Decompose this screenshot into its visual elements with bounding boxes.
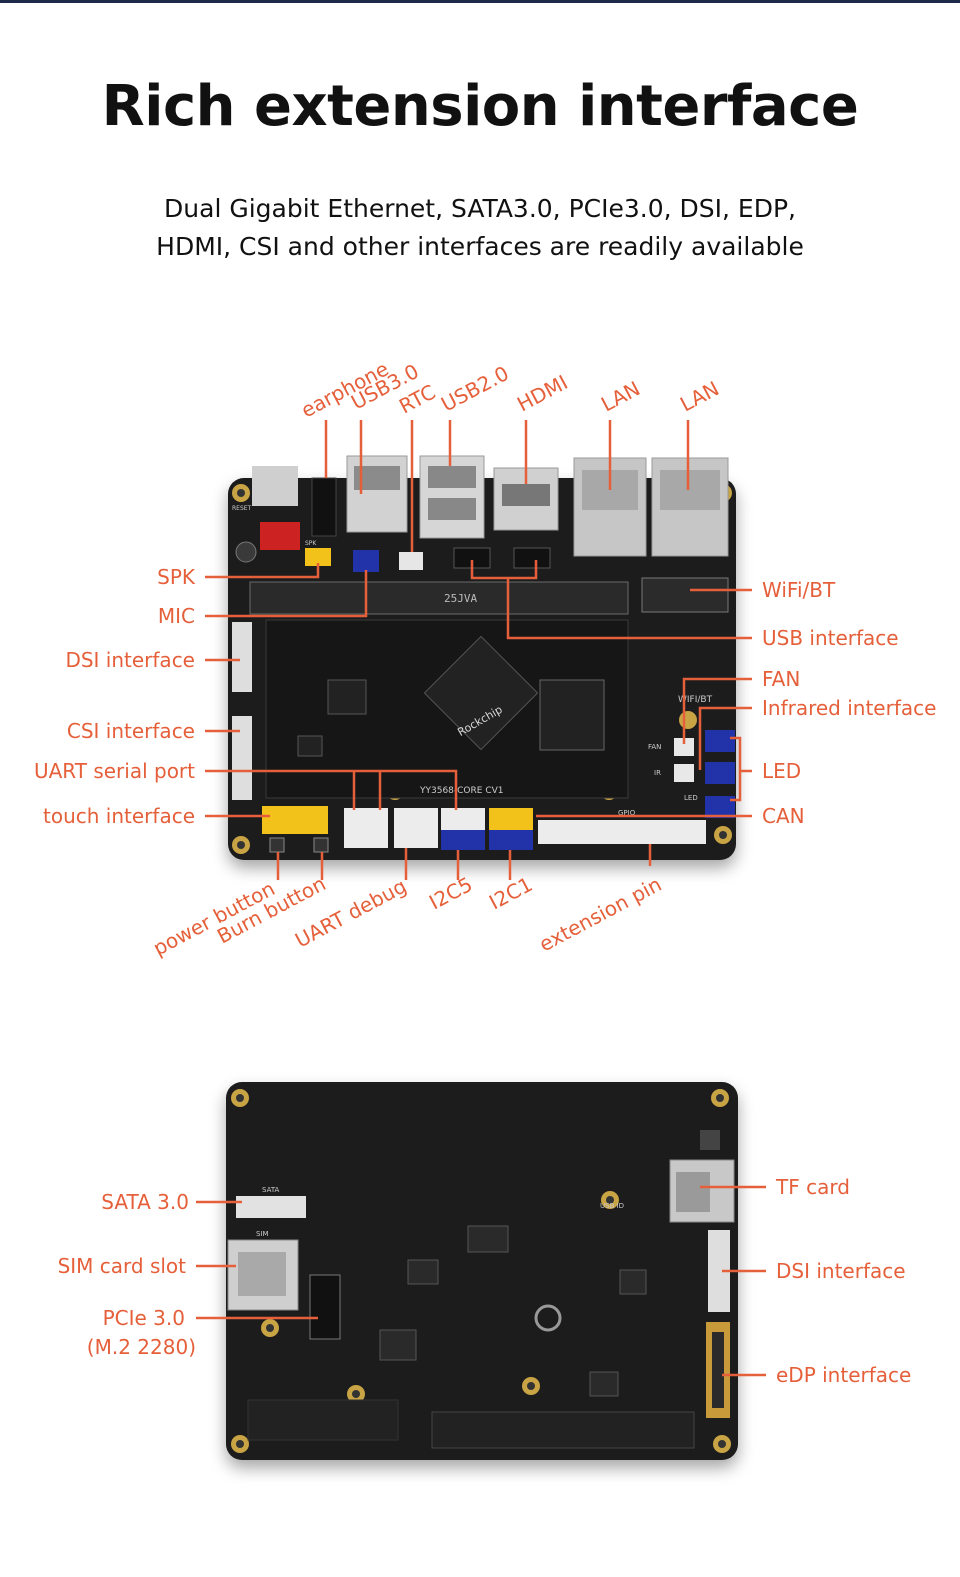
back-pcb <box>226 1082 738 1460</box>
svg-text:WIFI/BT: WIFI/BT <box>678 695 713 705</box>
svg-text:SIM: SIM <box>256 1230 269 1238</box>
label-fan: FAN <box>762 667 800 691</box>
svg-text:FAN: FAN <box>648 743 661 751</box>
svg-text:SPK: SPK <box>305 540 317 547</box>
label-infrared: Infrared interface <box>762 696 936 720</box>
subtitle-line-1: Dual Gigabit Ethernet, SATA3.0, PCIe3.0,… <box>164 194 796 223</box>
dsi-fpc <box>232 622 252 692</box>
core-model: YY3568-CORE CV1 <box>419 786 503 796</box>
ir-connector <box>674 764 694 782</box>
subtitle-line-2: HDMI, CSI and other interfaces are readi… <box>156 232 804 261</box>
page-title: Rich extension interface <box>101 74 859 139</box>
core-board-slot <box>249 581 629 615</box>
memory-chip <box>539 679 605 751</box>
touch-connector <box>262 806 328 834</box>
svg-text:SATA: SATA <box>262 1186 280 1194</box>
label-pcie-line2: (M.2 2280) <box>87 1335 196 1359</box>
wifi-m2-slot <box>641 577 729 613</box>
label-back-dsi: DSI interface <box>776 1259 906 1283</box>
label-touch: touch interface <box>43 804 195 828</box>
svg-text:GPIO: GPIO <box>618 809 636 817</box>
svg-text:LED: LED <box>684 794 698 802</box>
csi-fpc <box>232 716 252 800</box>
spk-connector <box>305 548 331 566</box>
svg-text:USB ID: USB ID <box>600 1202 624 1210</box>
svg-text:RESET: RESET <box>232 505 252 512</box>
label-dsi: DSI interface <box>65 648 195 672</box>
mic-connector <box>353 550 379 572</box>
i2c5-connector <box>441 830 485 850</box>
front-leader-lines <box>205 420 752 880</box>
label-wifi-bt: WiFi/BT <box>762 578 836 602</box>
page-subtitle: Dual Gigabit Ethernet, SATA3.0, PCIe3.0,… <box>0 190 960 266</box>
gpio-header <box>538 820 706 844</box>
slot-marking: 25JVA <box>444 592 477 605</box>
label-usb20: USB2.0 <box>437 361 513 416</box>
label-sata: SATA 3.0 <box>101 1190 189 1214</box>
back-leader-lines <box>196 1185 766 1377</box>
top-accent-bar <box>0 0 960 3</box>
sata-connector <box>236 1196 306 1218</box>
label-can: CAN <box>762 804 805 828</box>
label-spk: SPK <box>157 565 196 589</box>
label-edp: eDP interface <box>776 1363 911 1387</box>
uart-serial-connector <box>344 808 388 848</box>
label-hdmi: HDMI <box>513 370 572 416</box>
burn-button-switch <box>313 837 329 853</box>
label-tf-card: TF card <box>775 1175 850 1199</box>
can-connector <box>705 796 735 818</box>
soc-chip <box>423 635 539 751</box>
back-board: SATA SIM USB ID <box>226 1082 738 1460</box>
svg-text:IR: IR <box>654 769 661 777</box>
fan-connector <box>674 738 694 756</box>
front-board: 25JVA WIFI/BT Rockchip YY3568-CORE CV1 F… <box>228 455 736 860</box>
label-mic: MIC <box>158 604 195 628</box>
label-led: LED <box>762 759 801 783</box>
led-connector-2 <box>705 762 735 784</box>
i2c1-connector <box>489 830 533 850</box>
label-i2c5: I2C5 <box>425 872 476 914</box>
red-connector <box>260 522 300 550</box>
label-extension-pin: extension pin <box>535 872 665 956</box>
power-button-switch <box>269 837 285 853</box>
label-sim: SIM card slot <box>58 1254 187 1278</box>
label-lan-2: LAN <box>676 376 723 416</box>
label-uart-serial: UART serial port <box>34 759 195 783</box>
uart-debug-connector <box>394 808 438 848</box>
label-usb-interface: USB interface <box>762 626 899 650</box>
led-connector-1 <box>705 730 735 752</box>
dc-jack <box>252 466 298 506</box>
label-pcie-line1: PCIe 3.0 <box>103 1306 185 1330</box>
label-lan-1: LAN <box>597 376 644 416</box>
m2-pcie-slot <box>309 1274 341 1340</box>
label-csi: CSI interface <box>67 719 195 743</box>
rtc-connector <box>399 552 423 570</box>
back-dsi-fpc <box>708 1230 730 1312</box>
